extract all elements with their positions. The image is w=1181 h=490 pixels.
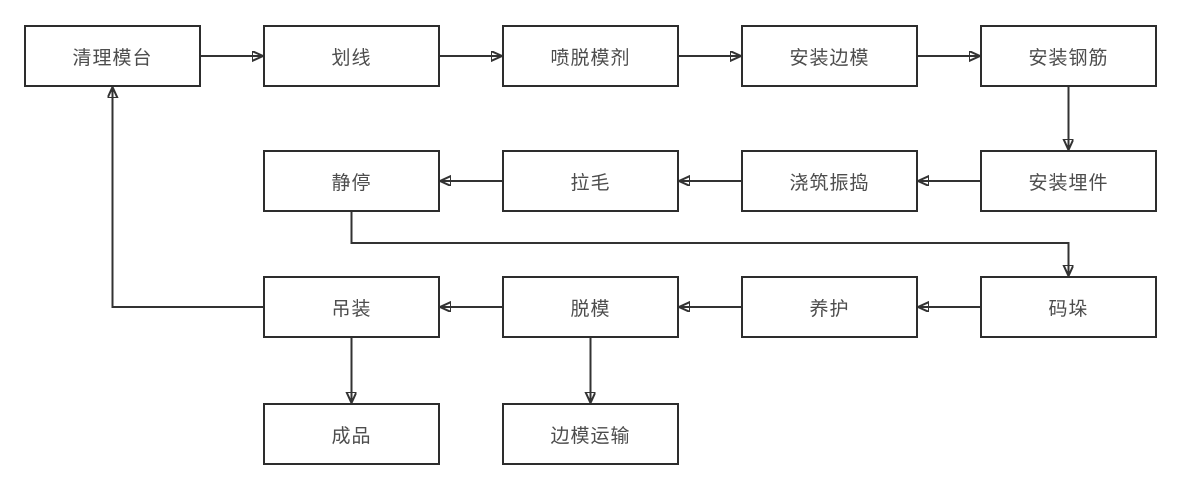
node-yanghu: 养护 bbox=[741, 276, 918, 338]
node-lamao: 拉毛 bbox=[502, 150, 679, 212]
node-diaozhuang: 吊装 bbox=[263, 276, 440, 338]
node-huaxian: 划线 bbox=[263, 25, 440, 87]
node-anzhuang-gangjin: 安装钢筋 bbox=[980, 25, 1157, 87]
node-anzhuang-bianmo: 安装边模 bbox=[741, 25, 918, 87]
node-anzhuang-maijian: 安装埋件 bbox=[980, 150, 1157, 212]
node-maduo: 码垛 bbox=[980, 276, 1157, 338]
node-chengpin: 成品 bbox=[263, 403, 440, 465]
arrow-diaozhuang-to-qingli-motai bbox=[113, 87, 263, 308]
node-jingting: 静停 bbox=[263, 150, 440, 212]
node-tuomo: 脱模 bbox=[502, 276, 679, 338]
node-qingli-motai: 清理模台 bbox=[24, 25, 201, 87]
node-jiaozhu-zhendao: 浇筑振捣 bbox=[741, 150, 918, 212]
node-pen-tuomoji: 喷脱模剂 bbox=[502, 25, 679, 87]
arrow-jingting-to-maduo bbox=[350, 212, 1069, 276]
node-bianmo-yunshu: 边模运输 bbox=[502, 403, 679, 465]
